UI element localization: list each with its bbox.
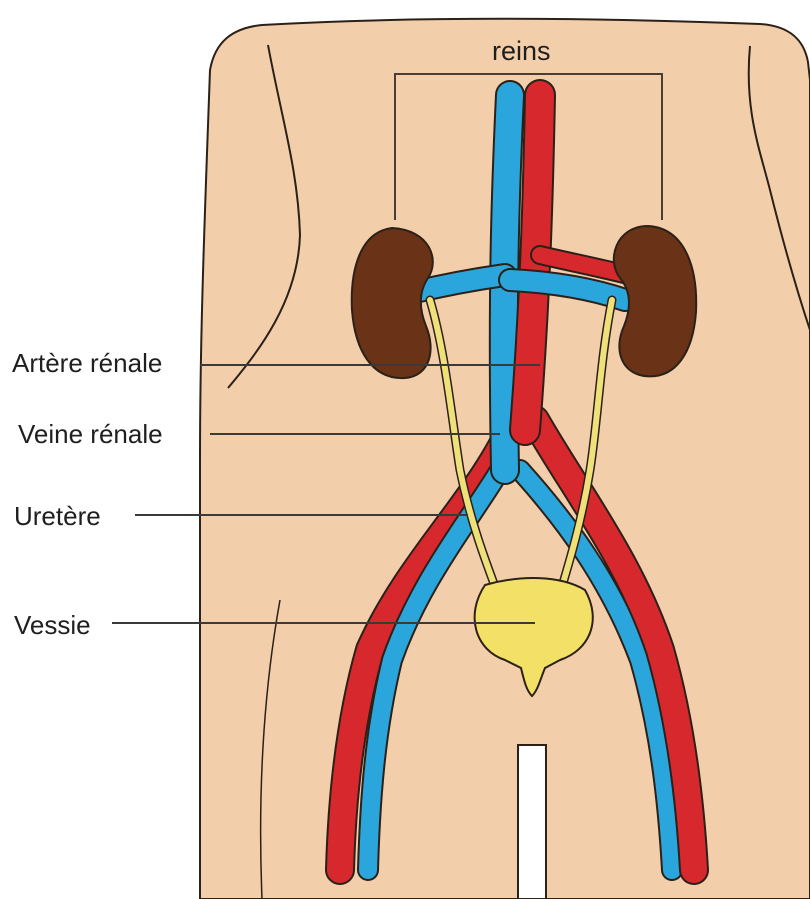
left-kidney bbox=[352, 228, 433, 378]
label-veine-renale: Veine rénale bbox=[18, 421, 163, 447]
leg-gap bbox=[518, 745, 546, 899]
label-vessie: Vessie bbox=[14, 612, 91, 638]
label-artere-renale: Artère rénale bbox=[12, 350, 162, 376]
label-uretere: Uretère bbox=[14, 503, 101, 529]
label-reins: reins bbox=[492, 38, 551, 65]
